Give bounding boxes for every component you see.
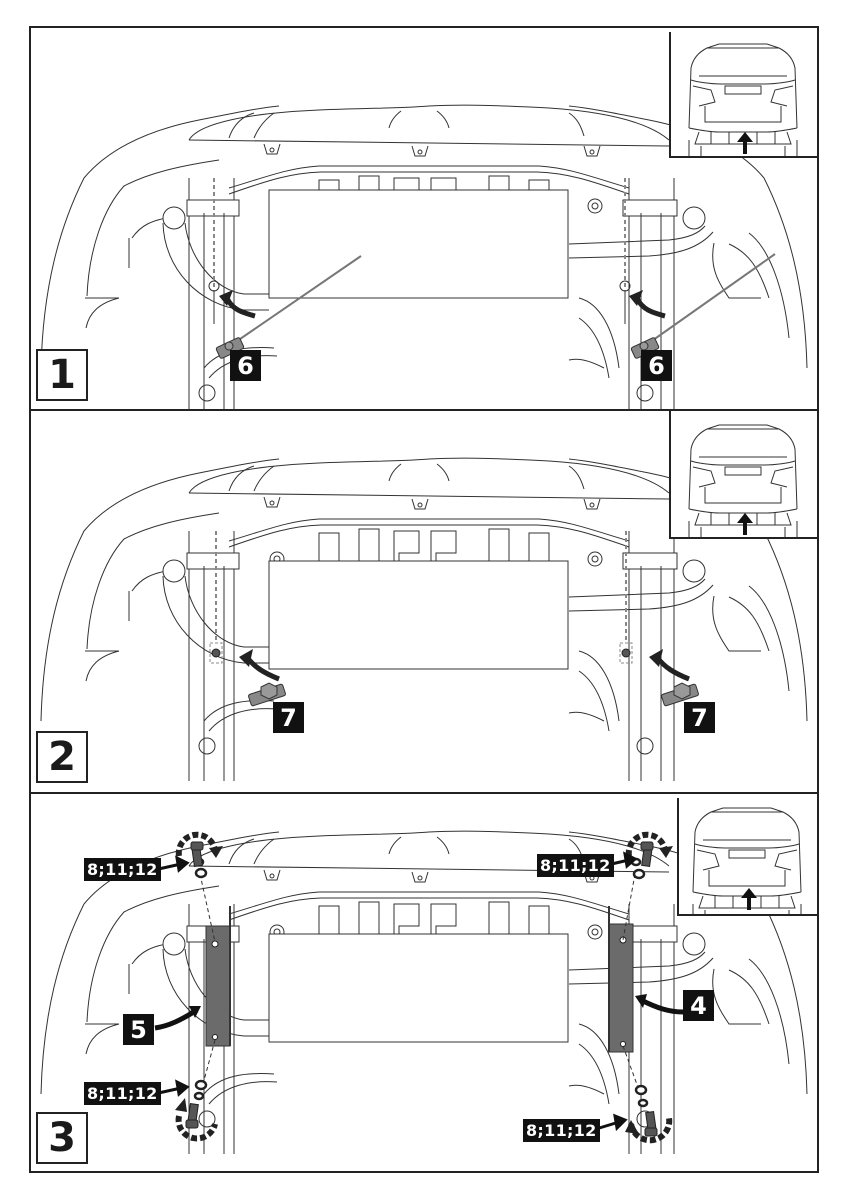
- rotate-arrow-icon: [175, 831, 218, 857]
- muffler: [268, 560, 569, 670]
- muffler: [268, 933, 569, 1043]
- part-label: 4: [683, 990, 714, 1021]
- car-rear-view-arrow-icon: [688, 424, 798, 546]
- step-panel-2: 2 7 7: [29, 411, 819, 792]
- fastener-label: 8;11;12: [537, 854, 614, 877]
- rotate-arrow-icon: [175, 1115, 218, 1142]
- fastener-label: 8;11;12: [84, 858, 161, 881]
- step-number: 2: [36, 731, 88, 783]
- chassis-drawing: [40, 830, 808, 1155]
- part-label: 7: [273, 702, 304, 733]
- fastener-label: 8;11;12: [523, 1119, 600, 1142]
- vehicle-view-inset: [669, 32, 817, 165]
- pull-rod: [223, 255, 362, 351]
- panel-divider: [29, 409, 819, 411]
- part-label: 5: [123, 1014, 154, 1045]
- step-panel-1: 1 6 6: [29, 28, 819, 409]
- nut-plate-part-7: [248, 682, 286, 707]
- pull-rod: [638, 253, 776, 351]
- chassis-drawing: [40, 457, 808, 782]
- fastener-label: 8;11;12: [84, 1082, 161, 1105]
- panel-divider: [29, 792, 819, 794]
- bracket-part-4: [608, 906, 634, 1053]
- part-label: 7: [684, 702, 715, 733]
- vehicle-view-inset: [677, 798, 817, 929]
- chassis-drawing: [40, 104, 808, 409]
- part-label: 6: [230, 350, 261, 381]
- insert-arrow-icon: [224, 296, 256, 319]
- muffler: [268, 189, 569, 299]
- nut-plate-part-7: [661, 682, 699, 707]
- rotate-arrow-icon: [625, 831, 668, 857]
- step-panel-3: 3 5 4 8;11;12 8;11;12 8;11;12 8;11;12: [29, 794, 819, 1171]
- step-number: 3: [36, 1112, 88, 1164]
- car-rear-view-arrow-icon: [692, 807, 802, 929]
- vehicle-view-inset: [669, 411, 817, 546]
- bracket-part-5: [205, 906, 231, 1047]
- car-rear-view-arrow-icon: [688, 43, 798, 165]
- insert-arrow-icon: [654, 655, 690, 682]
- clip-part-6: [215, 337, 245, 359]
- step-number: 1: [36, 349, 88, 401]
- instruction-sheet-frame: [29, 26, 819, 1173]
- part-label: 6: [641, 350, 672, 381]
- rotate-arrow-icon: [628, 1117, 673, 1144]
